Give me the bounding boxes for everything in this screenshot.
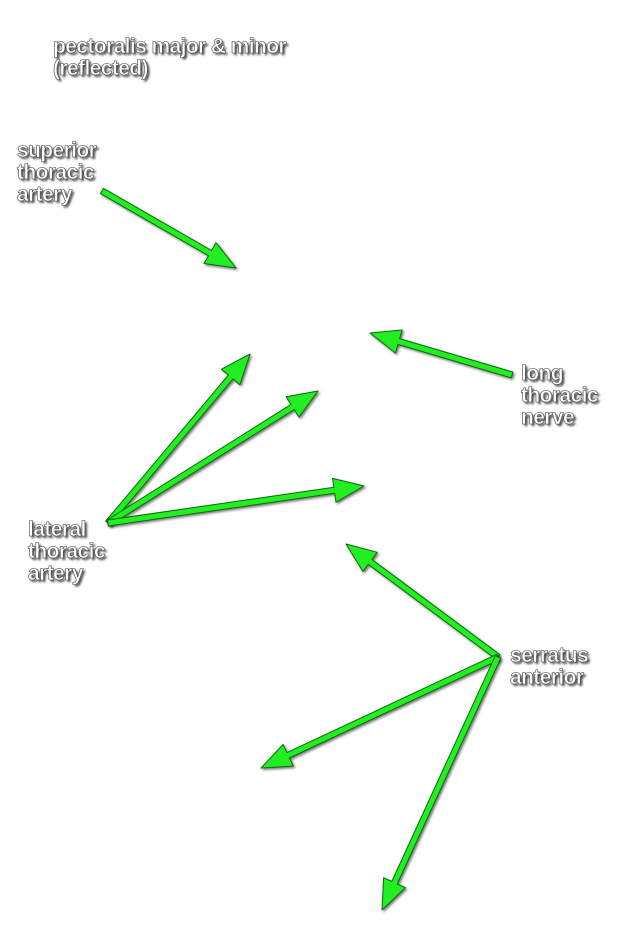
arrow-serratus-anterior-lower xyxy=(381,655,502,911)
arrow-long-thoracic-nerve xyxy=(369,329,514,379)
arrow-lateral-thoracic-artery-upper xyxy=(105,353,251,526)
arrow-lateral-thoracic-artery-lower xyxy=(107,477,365,527)
arrow-shape xyxy=(107,477,365,527)
label-pectoralis-major-minor: pectoralis major & minor (reflected) xyxy=(53,35,287,80)
label-line: thoracic xyxy=(17,161,95,184)
label-line: lateral xyxy=(28,518,87,541)
label-line: anterior xyxy=(510,666,585,689)
label-line: serratus xyxy=(510,644,589,667)
label-superior-thoracic-artery: superior thoracic artery xyxy=(17,139,97,206)
arrow-shape xyxy=(345,543,501,660)
label-line: (reflected) xyxy=(53,57,149,80)
label-line: pectoralis major & minor xyxy=(53,35,287,58)
arrow-superior-thoracic-artery xyxy=(100,187,237,269)
label-serratus-anterior: serratus anterior xyxy=(510,644,589,689)
label-line: superior xyxy=(17,139,97,162)
arrow-serratus-anterior-upper xyxy=(345,543,501,660)
arrow-shape xyxy=(260,653,500,769)
label-lateral-thoracic-artery: lateral thoracic artery xyxy=(28,518,106,585)
arrow-shape xyxy=(100,187,237,269)
arrow-shape xyxy=(381,655,502,911)
arrow-serratus-anterior-middle xyxy=(260,653,500,769)
arrow-shape xyxy=(105,353,251,526)
label-line: artery xyxy=(28,562,84,585)
arrow-lateral-thoracic-artery-middle xyxy=(105,390,319,526)
arrow-shape xyxy=(105,390,319,526)
label-line: long xyxy=(521,362,564,385)
arrow-shape xyxy=(369,329,514,379)
label-long-thoracic-nerve: long thoracic nerve xyxy=(521,362,599,429)
label-line: thoracic xyxy=(28,540,106,563)
label-line: thoracic xyxy=(521,384,599,407)
label-line: artery xyxy=(17,183,73,206)
label-line: nerve xyxy=(521,406,575,429)
